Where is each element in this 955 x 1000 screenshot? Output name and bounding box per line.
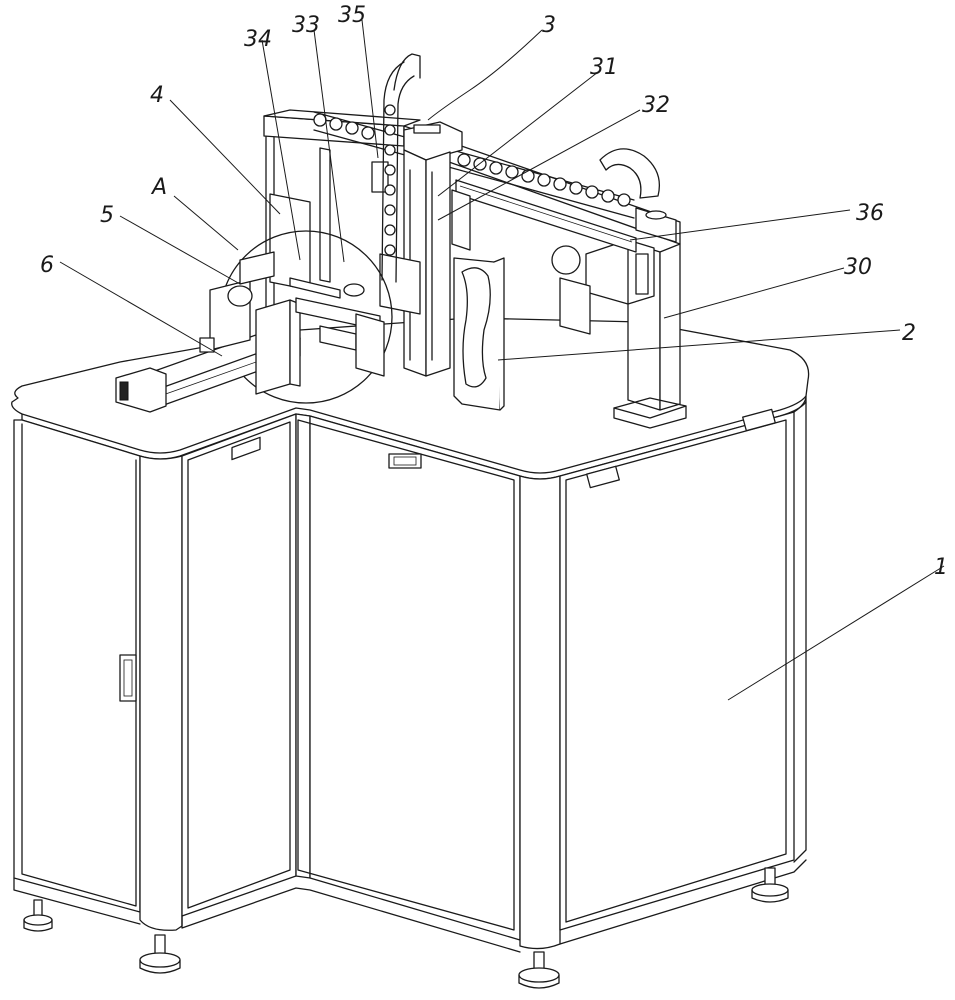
label-6: 6 xyxy=(40,253,54,278)
label-2: 2 xyxy=(902,321,916,346)
label-4: 4 xyxy=(150,83,164,108)
leader-5 xyxy=(120,216,240,284)
label-34: 34 xyxy=(244,27,272,52)
label-5: 5 xyxy=(100,203,114,228)
label-a: A xyxy=(150,175,167,200)
leader-a xyxy=(174,196,238,250)
foot-right xyxy=(752,868,788,902)
leader-3 xyxy=(428,30,542,120)
label-36: 36 xyxy=(856,201,884,226)
label-30: 30 xyxy=(844,255,872,280)
label-32: 32 xyxy=(642,93,670,118)
label-3: 3 xyxy=(542,13,556,38)
label-1: 1 xyxy=(934,555,948,580)
foot-front-left xyxy=(140,935,180,973)
leader-6 xyxy=(60,262,222,356)
label-31: 31 xyxy=(590,55,618,80)
label-35: 35 xyxy=(338,3,366,28)
cabinet-base xyxy=(12,318,809,988)
foot-front xyxy=(519,952,559,988)
foot-left xyxy=(24,900,52,931)
leader-30 xyxy=(664,268,844,318)
label-33: 33 xyxy=(292,13,320,38)
